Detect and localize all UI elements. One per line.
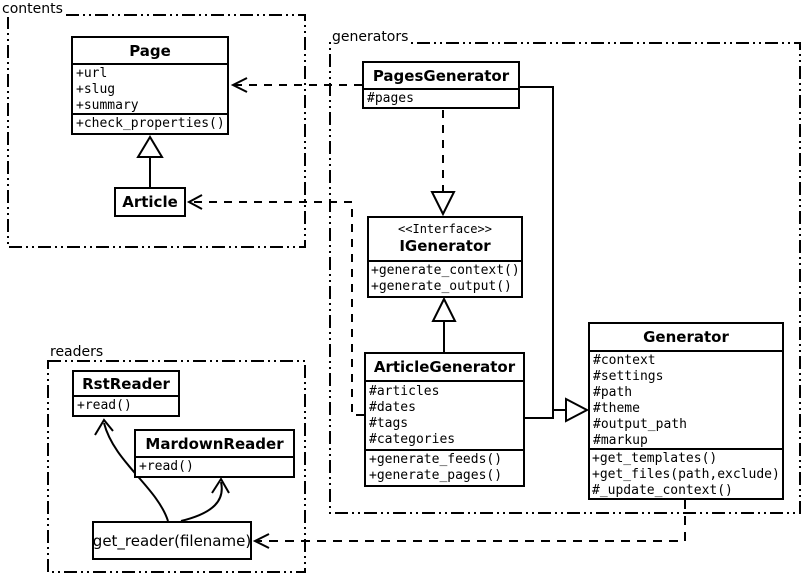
attribute: #categories <box>369 432 456 447</box>
class-title-igenerator: IGenerator <box>399 237 491 255</box>
package-border-contents <box>7 14 306 248</box>
package-label-generators: generators <box>331 29 412 45</box>
generalization-line-pagesgenerator-generator <box>520 86 566 411</box>
class-attributes-pages-generator: #pages <box>364 88 518 107</box>
attribute: #theme <box>593 401 640 416</box>
generalization-line-articlegenerator-generator <box>525 410 554 419</box>
class-methods-rst-reader: +read() <box>74 395 178 415</box>
class-box-rst-reader: RstReader +read() <box>72 370 180 417</box>
method: +get_files(path,exclude) <box>592 467 780 482</box>
association-curve-getreader-mardownreader <box>180 481 223 522</box>
generalization-triangle-article-page <box>136 135 164 158</box>
generalization-triangle-igenerator-bottom <box>431 296 457 322</box>
class-title-pages-generator: PagesGenerator <box>372 66 510 85</box>
function-box-get-reader: get_reader(filename) <box>92 521 252 560</box>
package-border-generators <box>329 42 801 514</box>
class-title-article: Article <box>122 193 178 211</box>
class-methods-article-generator: +generate_feeds() +generate_pages() <box>366 449 523 485</box>
method: +read() <box>77 398 132 413</box>
attribute: #pages <box>367 91 414 106</box>
class-methods-mardown-reader: +read() <box>136 456 293 476</box>
class-box-article: Article <box>114 187 186 217</box>
method: +generate_output() <box>371 279 512 294</box>
class-methods-generator: +get_templates() +get_files(path,exclude… <box>590 448 782 498</box>
attribute: #articles <box>369 384 440 399</box>
attribute: #output_path <box>593 417 687 432</box>
class-title-mardown-reader: MardownReader <box>145 434 284 453</box>
class-methods-igenerator: +generate_context() +generate_output() <box>369 260 521 296</box>
class-stereotype-igenerator: <<Interface>> <box>398 222 492 236</box>
dependency-arrowhead-article <box>186 194 203 210</box>
package-label-contents: contents <box>1 1 66 17</box>
class-title-page: Page <box>129 41 171 60</box>
attribute: #tags <box>369 416 409 431</box>
package-border-readers <box>47 360 306 573</box>
class-box-igenerator: <<Interface>> IGenerator +generate_conte… <box>367 216 523 298</box>
dependency-arrowhead-getreader <box>252 533 270 549</box>
class-methods-page: +check_properties() <box>73 113 227 133</box>
attribute: #path <box>593 385 633 400</box>
association-arrowhead-mardownreader <box>211 477 230 494</box>
class-attributes-article-generator: #articles #dates #tags #categories <box>366 380 523 449</box>
attribute: #settings <box>593 369 664 384</box>
attribute: #context <box>593 353 656 368</box>
class-header-igenerator: <<Interface>> IGenerator <box>369 218 521 260</box>
method: #_update_context() <box>592 483 733 498</box>
realization-triangle-igenerator-top <box>430 191 456 217</box>
class-title-article-generator: ArticleGenerator <box>373 358 516 376</box>
attribute: #markup <box>593 433 648 448</box>
class-title-generator: Generator <box>643 328 729 346</box>
class-attributes-generator: #context #settings #path #theme #output_… <box>590 350 782 448</box>
dependency-arrowhead-page <box>230 77 248 93</box>
attribute: +slug <box>76 82 116 97</box>
class-box-mardown-reader: MardownReader +read() <box>134 429 295 478</box>
attribute: +url <box>76 66 108 81</box>
function-label-get-reader: get_reader(filename) <box>92 531 252 550</box>
class-box-generator: Generator #context #settings #path #them… <box>588 322 784 500</box>
generalization-triangle-generator-left <box>565 397 590 423</box>
method: +read() <box>139 459 194 474</box>
attribute: #dates <box>369 400 416 415</box>
method: +get_templates() <box>592 451 718 466</box>
package-label-readers: readers <box>49 344 107 360</box>
method: +generate_context() <box>371 263 520 278</box>
association-arrowhead-rstreader <box>94 418 114 436</box>
dependency-line-articlegenerator-article <box>191 201 364 416</box>
class-box-pages-generator: PagesGenerator #pages <box>362 61 520 109</box>
method: +check_properties() <box>76 116 225 131</box>
class-box-page: Page +url +slug +summary +check_properti… <box>71 36 229 135</box>
attribute: +summary <box>76 98 139 113</box>
class-box-article-generator: ArticleGenerator #articles #dates #tags … <box>364 352 525 487</box>
class-title-rst-reader: RstReader <box>82 374 170 393</box>
class-attributes-page: +url +slug +summary <box>73 63 227 113</box>
dependency-line-generator-getreader <box>257 500 686 542</box>
method: +generate_pages() <box>369 468 503 483</box>
method: +generate_feeds() <box>369 452 503 467</box>
